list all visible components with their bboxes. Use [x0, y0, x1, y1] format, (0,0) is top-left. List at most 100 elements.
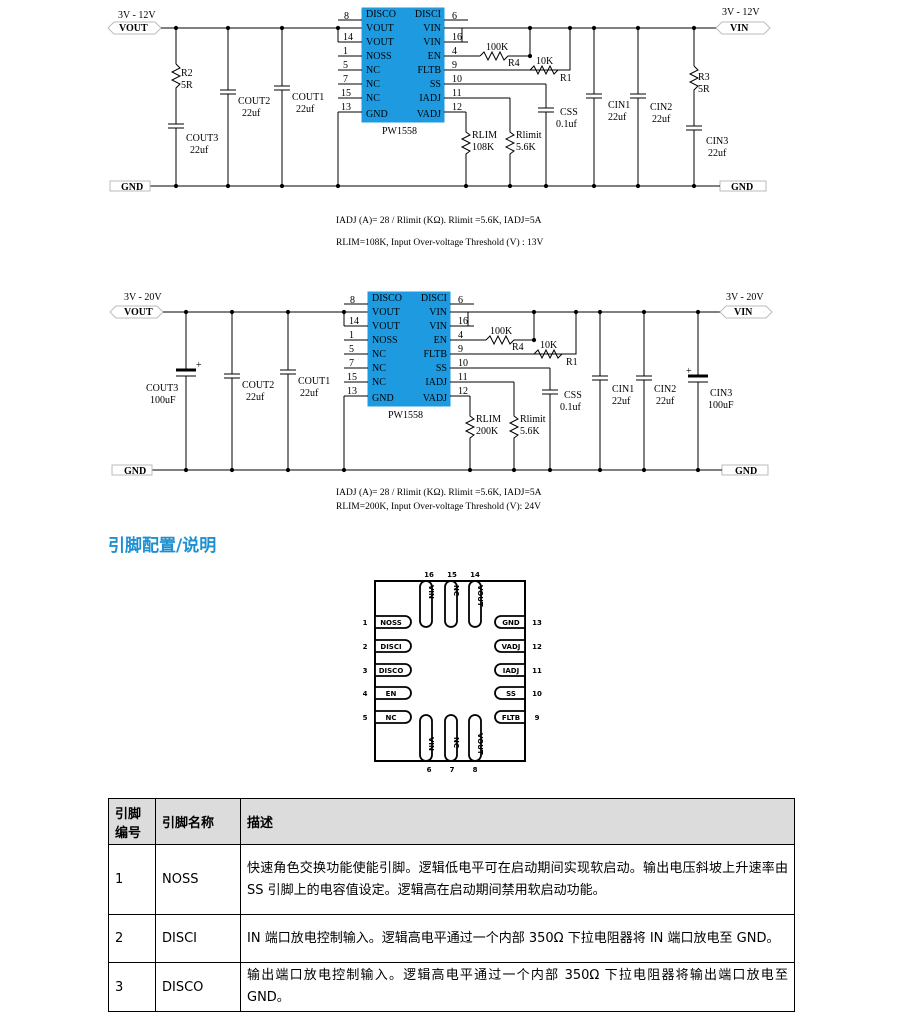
- pin-vin-b: VIN: [423, 37, 441, 48]
- cell-pin-name: DISCI: [155, 914, 241, 963]
- r3-name: R3: [698, 72, 710, 83]
- pin-number: 12: [532, 643, 542, 651]
- css-name: CSS: [564, 390, 582, 401]
- cin2-value: 22uf: [652, 114, 671, 125]
- table-row: 1 NOSS 快速角色交换功能使能引脚。逻辑低电平可在启动期间实现软启动。输出电…: [108, 844, 795, 915]
- pin-num: 11: [452, 88, 462, 99]
- vin-range-left: 3V - 20V: [124, 292, 162, 303]
- top-pins: 16 15 14 VIN NC VOUT: [419, 571, 484, 628]
- pin-vout-a: VOUT: [372, 307, 400, 318]
- pin-noss: NOSS: [366, 51, 392, 62]
- pin-num: 4: [458, 330, 463, 341]
- rlim-value: 200K: [476, 426, 499, 437]
- pin-num: 16: [452, 32, 462, 43]
- css-value: 0.1uf: [556, 119, 578, 130]
- vin-label: VIN: [730, 23, 749, 34]
- vin-label: VIN: [734, 307, 753, 318]
- cout1-value: 22uf: [296, 104, 315, 115]
- gnd-left-label: GND: [124, 466, 146, 477]
- pin-num: 10: [452, 74, 462, 85]
- schematic-2: 3V - 20V VOUT 3V - 20V VIN GND GND DISCO…: [109, 291, 773, 477]
- pin-fltb: FLTB: [423, 349, 447, 360]
- ic-name: PW1558: [388, 410, 423, 421]
- cout2-value: 22uf: [242, 108, 261, 119]
- pin-vadj: VADJ: [502, 643, 521, 651]
- header-description: 描述: [240, 798, 795, 845]
- pin-disci: DISCI: [380, 643, 401, 651]
- css-value: 0.1uf: [560, 402, 582, 413]
- cin2-value: 22uf: [656, 396, 675, 407]
- pin-vin-b: VIN: [429, 321, 447, 332]
- rlimit-name: Rlimit: [520, 414, 546, 425]
- pin-vin-a: VIN: [423, 23, 441, 34]
- pin-vadj: VADJ: [423, 393, 447, 404]
- schematic-1-note-1: IADJ (A)= 28 / Rlimit (KΩ). Rlimit =5.6K…: [336, 216, 542, 226]
- pin-nc-a: NC: [372, 349, 386, 360]
- pin-fltb: FLTB: [502, 714, 520, 722]
- cout3-value: 100uF: [150, 395, 176, 406]
- cell-description: 快速角色交换功能使能引脚。逻辑低电平可在启动期间实现软启动。输出电压斜坡上升速率…: [240, 844, 795, 915]
- pin-disci: DISCI: [421, 293, 447, 304]
- r1-name: R1: [566, 357, 578, 368]
- cout1-value: 22uf: [300, 388, 319, 399]
- r4-name: R4: [512, 342, 524, 353]
- pin-nc-c: NC: [366, 93, 380, 104]
- pin-vout-b: VOUT: [372, 321, 400, 332]
- pin-en: EN: [386, 690, 397, 698]
- pin-num: 16: [458, 316, 468, 327]
- r4-name: R4: [508, 58, 520, 69]
- cin3-plus: +: [686, 366, 692, 377]
- cin3-name: CIN3: [706, 136, 728, 147]
- cin1-name: CIN1: [608, 100, 630, 111]
- pin-en: EN: [428, 51, 441, 62]
- pin-disco: DISCO: [372, 293, 402, 304]
- table-row: 3 DISCO 输出端口放电控制输入。逻辑高电平通过一个内部 350Ω 下拉电阻…: [108, 962, 795, 1012]
- r1-value: 10K: [536, 56, 554, 67]
- gnd-right-label: GND: [731, 182, 753, 193]
- pin-fltb: FLTB: [417, 65, 441, 76]
- pin-num: 14: [343, 32, 353, 43]
- r2-value: 5R: [181, 80, 193, 91]
- pin-number: 9: [535, 714, 540, 722]
- pin-gnd: GND: [502, 619, 520, 627]
- schematic-1-note-2: RLIM=108K, Input Over-voltage Threshold …: [336, 238, 544, 248]
- pin-ss: SS: [436, 363, 447, 374]
- pin-number: 3: [363, 667, 368, 675]
- cout2-value: 22uf: [246, 392, 265, 403]
- cout2-name: COUT2: [238, 96, 270, 107]
- pin-num: 8: [344, 11, 349, 22]
- cin1-value: 22uf: [612, 396, 631, 407]
- rlim-name: RLIM: [476, 414, 501, 425]
- pin-num: 6: [452, 11, 457, 22]
- vin-range-left: 3V - 12V: [118, 10, 156, 21]
- pin-vin-bottom: VIN: [427, 737, 435, 751]
- table-row: 2 DISCI IN 端口放电控制输入。逻辑高电平通过一个内部 350Ω 下拉电…: [108, 914, 795, 963]
- cin3-value: 22uf: [708, 148, 727, 159]
- pin-vin-a: VIN: [429, 307, 447, 318]
- pin-gnd: GND: [366, 109, 388, 120]
- rlim-name: RLIM: [472, 130, 497, 141]
- pin-nc-a: NC: [366, 65, 380, 76]
- cout1-name: COUT1: [292, 92, 324, 103]
- pin-number: 16: [424, 571, 434, 579]
- pin-number: 10: [532, 690, 542, 698]
- cin2-name: CIN2: [650, 102, 672, 113]
- rlim-value: 108K: [472, 142, 495, 153]
- cin3-value: 100uF: [708, 400, 734, 411]
- pin-num: 6: [458, 295, 463, 306]
- pin-description-table: 引脚 编号 引脚名称 描述 1 NOSS 快速角色交换功能使能引脚。逻辑低电平可…: [108, 798, 795, 1012]
- cin2-name: CIN2: [654, 384, 676, 395]
- pin-num: 14: [349, 316, 359, 327]
- gnd-right-label: GND: [735, 466, 757, 477]
- cell-pin-name: NOSS: [155, 844, 241, 915]
- cout3-value: 22uf: [190, 145, 209, 156]
- pin-gnd: GND: [372, 393, 394, 404]
- pin-number: 6: [427, 766, 432, 774]
- right-pins: 13 12 11 10 9 GND VADJ IADJ SS FLTB: [494, 615, 542, 724]
- pin-ss: SS: [506, 690, 516, 698]
- pin-nc-c: NC: [372, 377, 386, 388]
- vout-label: VOUT: [119, 23, 148, 34]
- pin-vout-bottom: VOUT: [476, 733, 484, 755]
- header-pin-number-line2: 编号: [115, 825, 142, 841]
- cell-description: IN 端口放电控制输入。逻辑高电平通过一个内部 350Ω 下拉电阻器将 IN 端…: [240, 914, 795, 963]
